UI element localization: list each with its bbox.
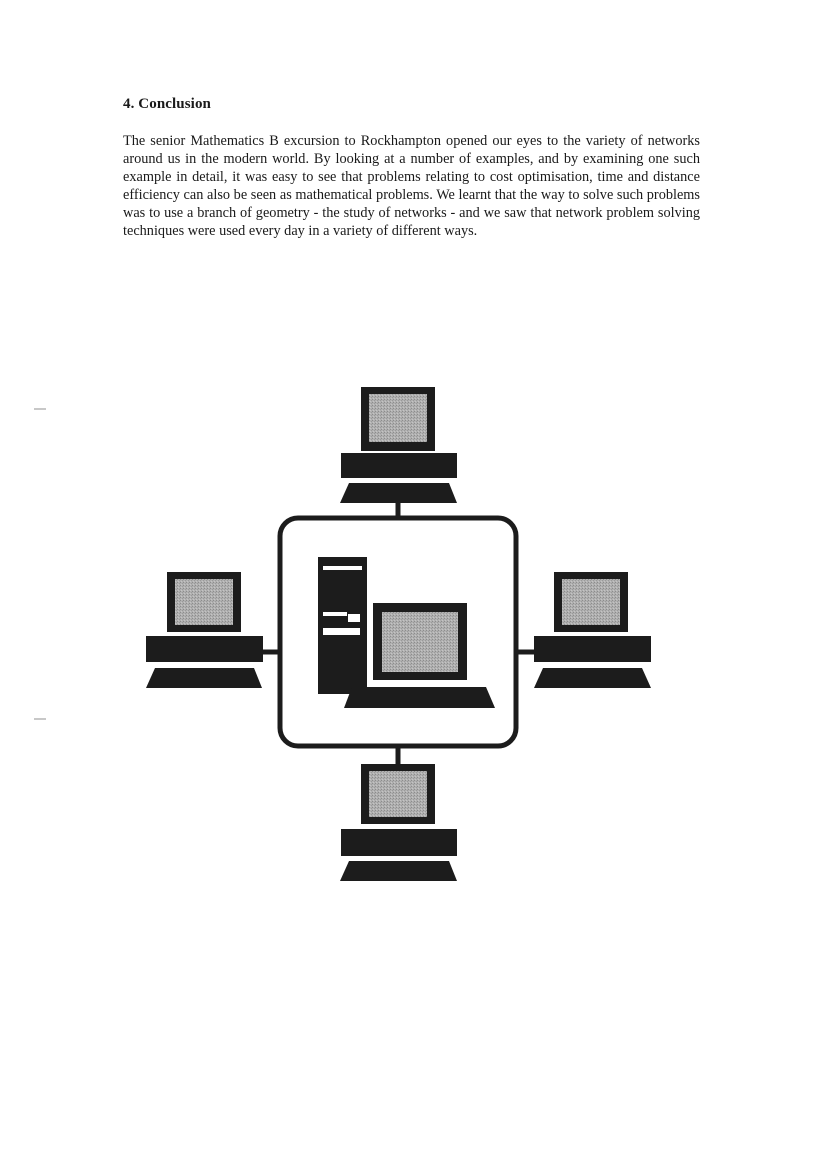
conclusion-paragraph: The senior Mathematics B excursion to Ro… [123, 133, 700, 239]
server-frame [277, 515, 519, 749]
network-links [262, 500, 535, 766]
terminal-top-icon [340, 387, 457, 503]
scan-mark [34, 718, 46, 720]
terminal-bottom-icon [340, 764, 457, 881]
scan-mark [34, 408, 46, 410]
tower-icon [318, 557, 367, 694]
terminal-left-icon [146, 572, 263, 688]
monitor-icon [344, 603, 495, 708]
terminal-right-icon [534, 572, 651, 688]
section-heading: 4. Conclusion [123, 96, 211, 112]
